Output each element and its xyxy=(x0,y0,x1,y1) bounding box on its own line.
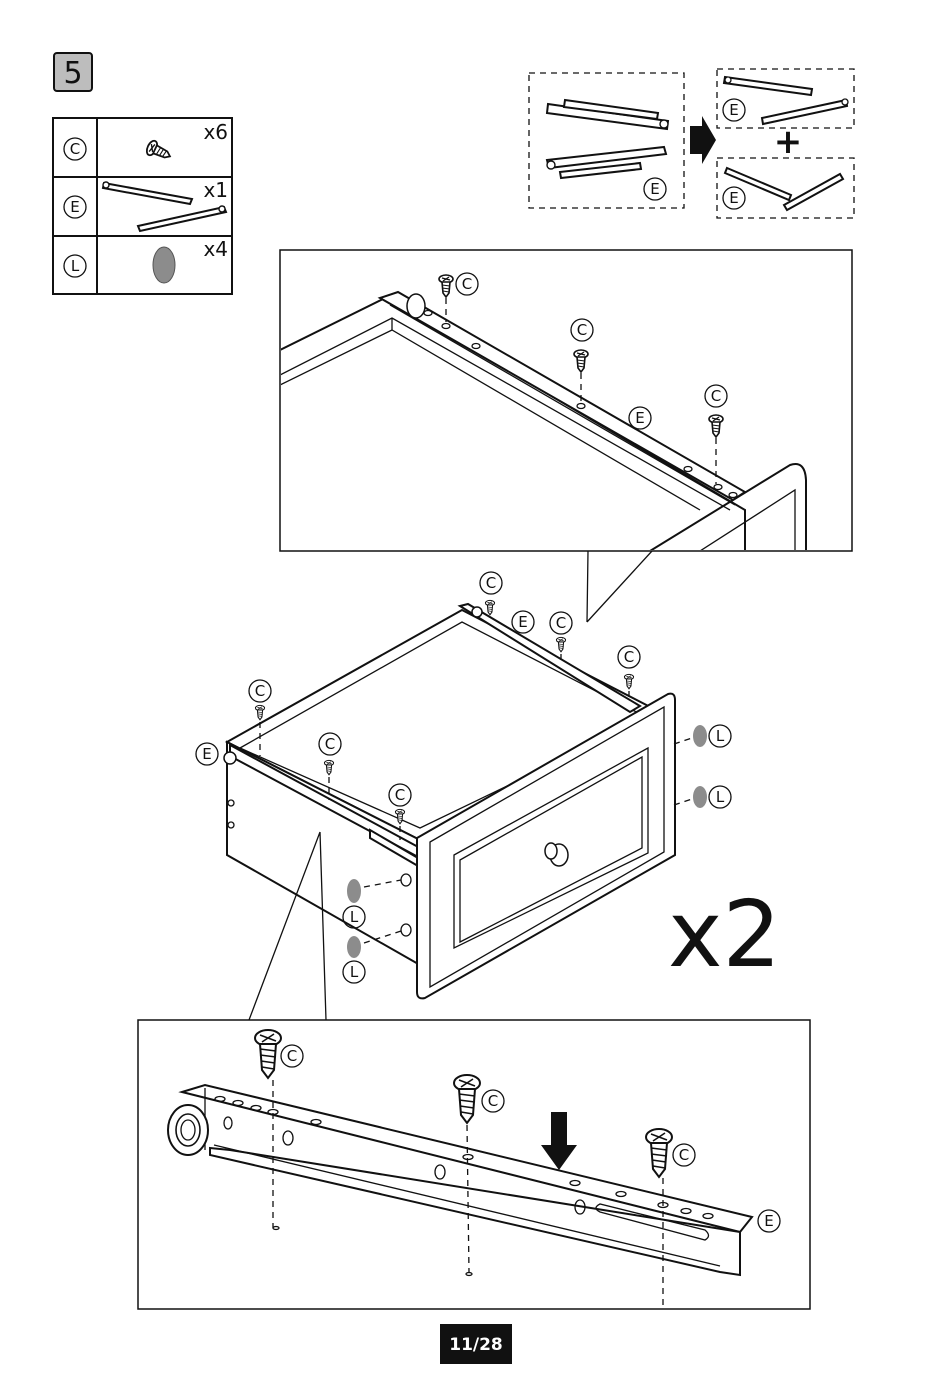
callout-e-main2: E xyxy=(202,745,211,763)
callout-c-top3: C xyxy=(711,387,721,405)
step-number: 5 xyxy=(63,56,82,91)
callout-e-top: E xyxy=(635,409,644,427)
callout-e-bottom: E xyxy=(764,1212,773,1230)
plus-icon: + xyxy=(774,122,803,162)
parts-row-screw: C x6 xyxy=(64,120,228,163)
part-letter-e: E xyxy=(70,198,79,216)
felt-pad-icon xyxy=(153,247,175,283)
callout-l-2: L xyxy=(716,788,725,806)
callout-c-main4: C xyxy=(255,682,265,700)
step-number-badge: 5 xyxy=(54,53,92,91)
page-number: 11/28 xyxy=(449,1335,503,1355)
felt-pad-left2 xyxy=(347,936,361,958)
callout-l-3: L xyxy=(350,908,359,926)
callout-c-top1: C xyxy=(462,275,472,293)
part-qty-c: x6 xyxy=(203,120,228,144)
callout-l-4: L xyxy=(350,963,359,981)
inset-label-e: E xyxy=(650,180,659,198)
callout-c-main1: C xyxy=(486,574,496,592)
parts-row-pad: L x4 xyxy=(64,237,228,283)
arrow-right-icon xyxy=(690,116,716,164)
callout-c-main6: C xyxy=(395,786,405,804)
felt-pad-right1 xyxy=(693,725,707,747)
parts-row-slide: E x1 xyxy=(64,178,228,231)
felt-pad-left1 xyxy=(347,879,361,903)
multiplier-label: x2 xyxy=(668,881,781,988)
callout-c-main3: C xyxy=(624,648,634,666)
callout-c-bottom2: C xyxy=(488,1092,498,1110)
part-qty-e: x1 xyxy=(203,178,228,202)
callout-c-top2: C xyxy=(577,321,587,339)
callout-c-bottom1: C xyxy=(287,1047,297,1065)
detail-top-slide-mounting: C C C E xyxy=(280,250,852,551)
callout-c-bottom3: C xyxy=(679,1146,689,1164)
callout-l-1: L xyxy=(716,727,725,745)
drawer-main-view: C C C C C C E E L L L L xyxy=(196,572,731,998)
callout-c-main5: C xyxy=(325,735,335,753)
page-number-badge: 11/28 xyxy=(440,1324,512,1364)
inset-label-e2: E xyxy=(729,101,738,119)
inset-label-e3: E xyxy=(729,189,738,207)
parts-table: C x6 E x1 L x4 xyxy=(53,118,232,294)
callout-c-main2: C xyxy=(556,614,566,632)
slide-separation-inset: E E + E xyxy=(529,69,854,218)
detail-bottom-slide-screws: C C C E xyxy=(138,1020,810,1309)
screw-icon xyxy=(145,139,173,163)
callout-e-main1: E xyxy=(518,613,527,631)
felt-pad-right2 xyxy=(693,786,707,808)
part-qty-l: x4 xyxy=(203,237,228,261)
part-letter-l: L xyxy=(71,257,80,275)
part-letter-c: C xyxy=(70,140,80,158)
